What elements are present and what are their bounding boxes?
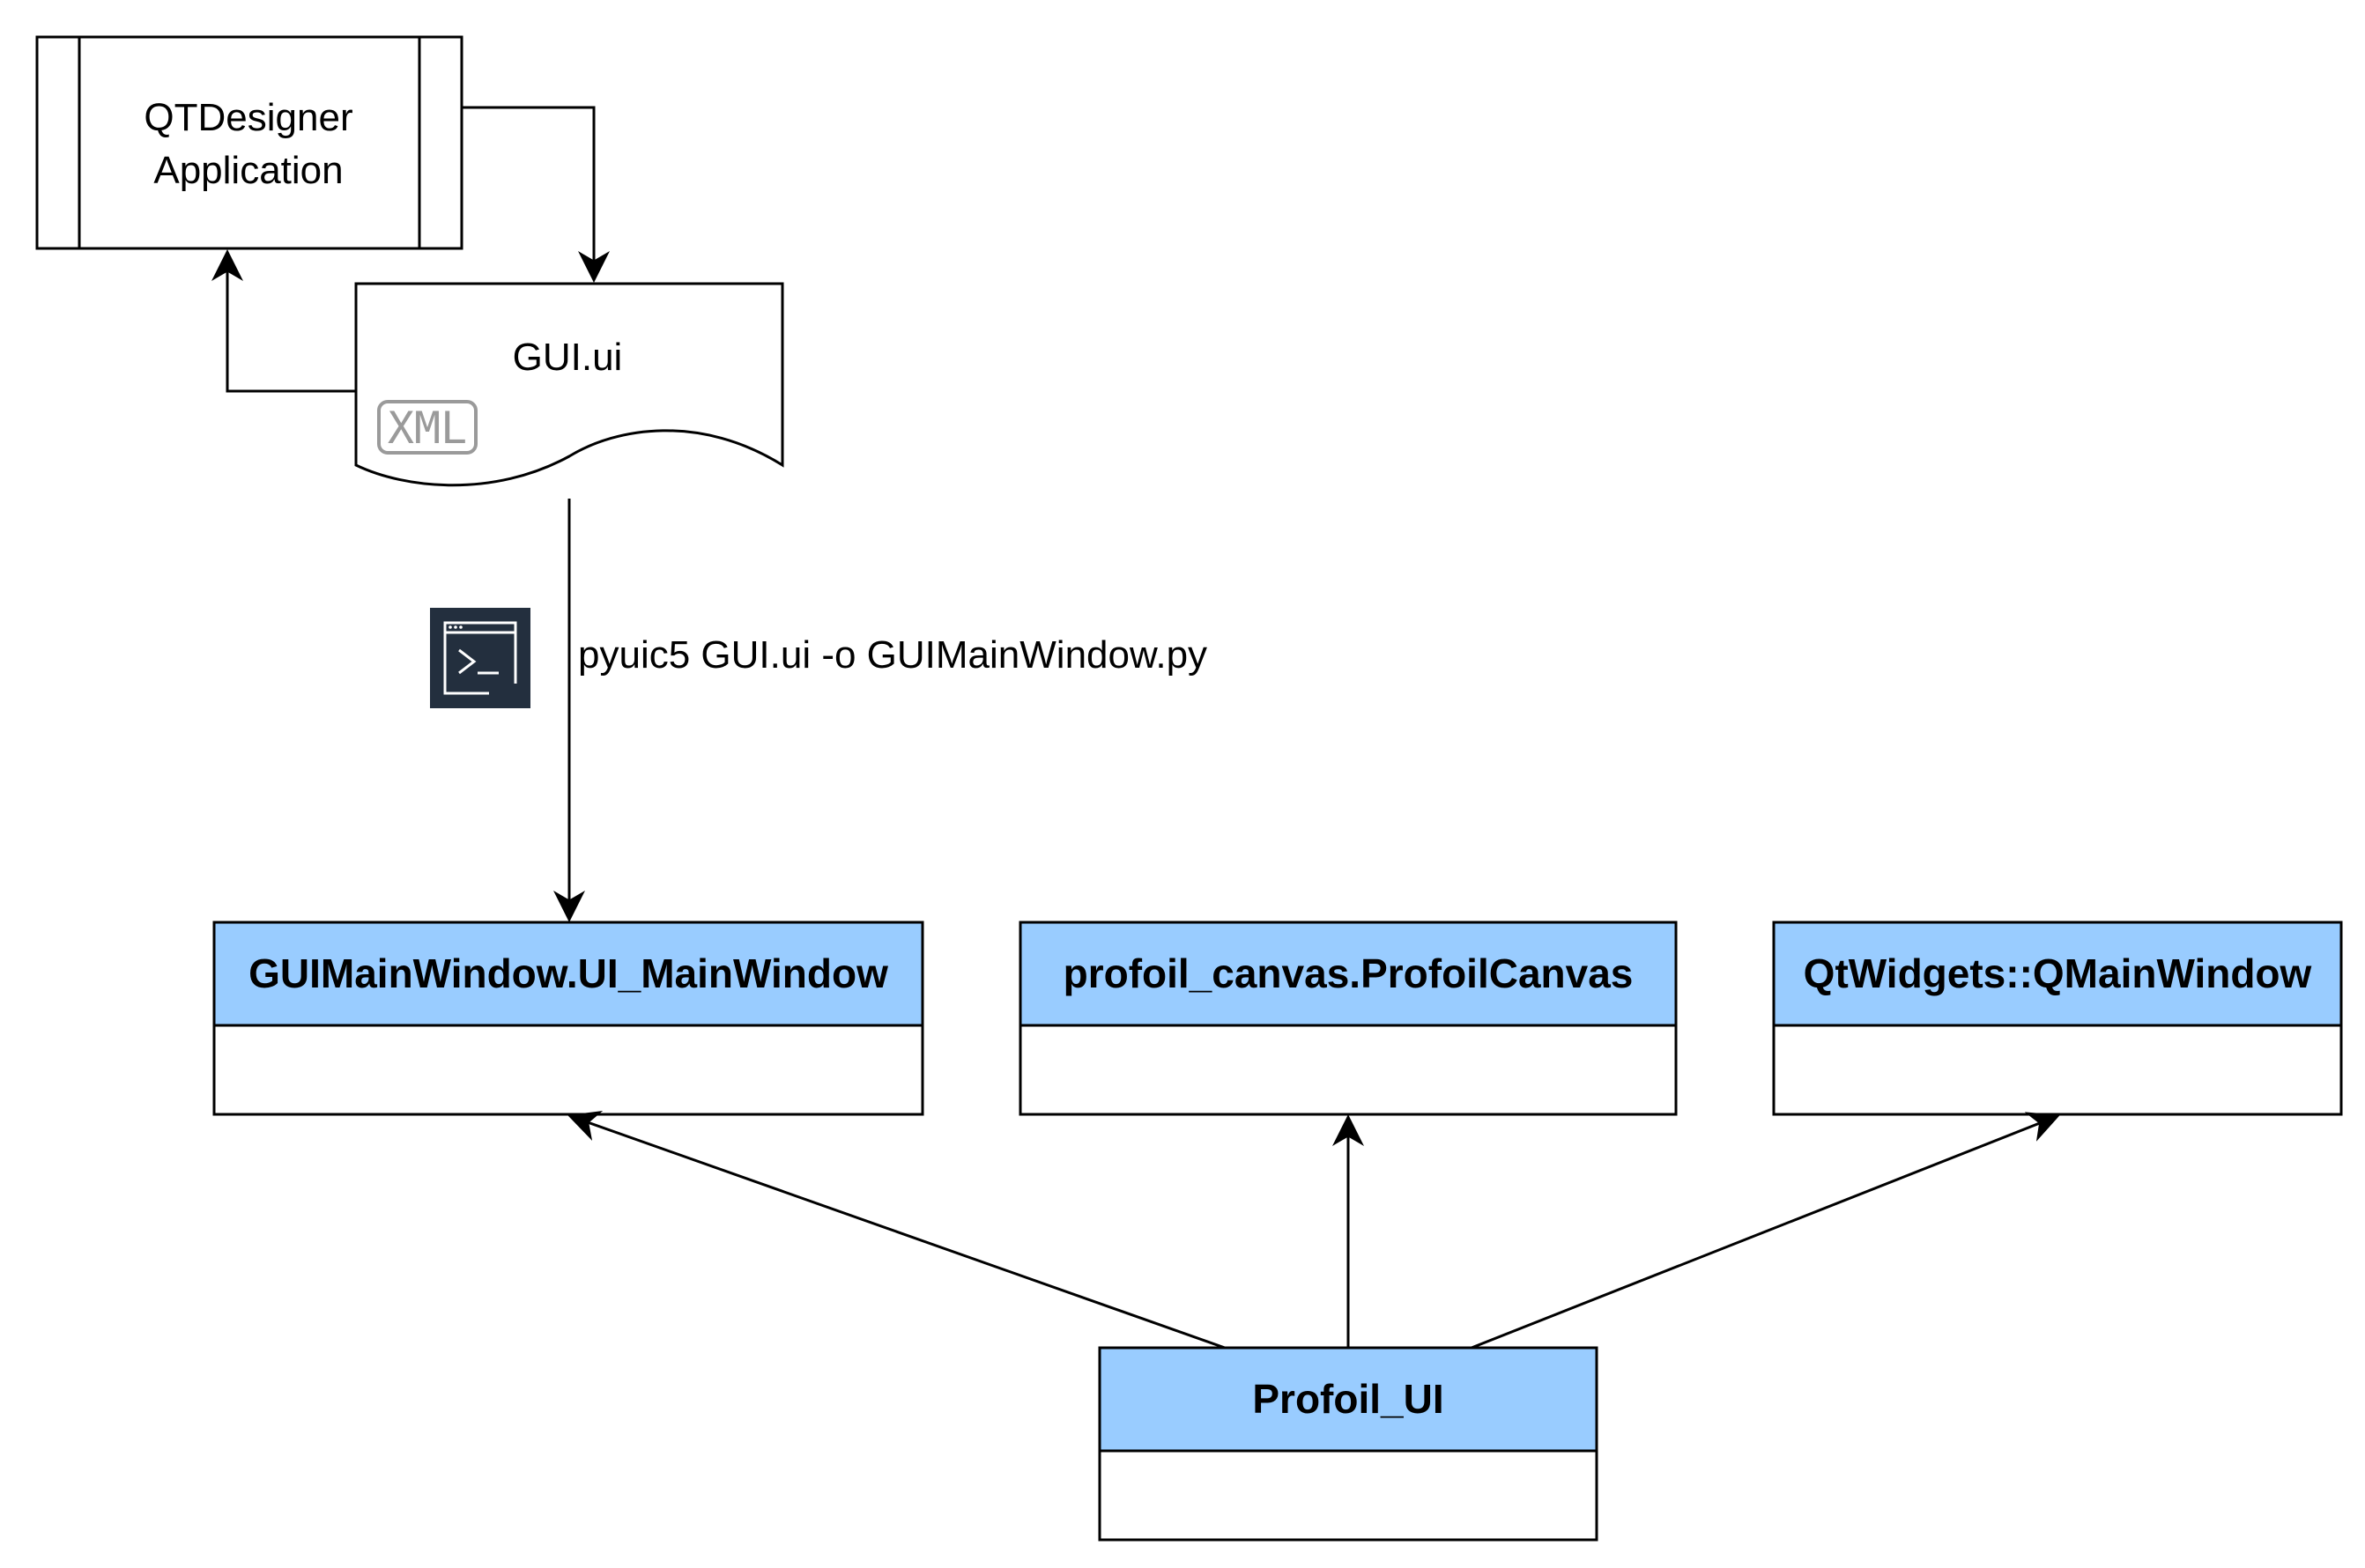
edge-qtdesigner-to-gui-ui — [462, 106, 610, 283]
qtdesigner-label-line2: Application — [153, 149, 343, 192]
gui-ui-label: GUI.ui — [513, 336, 623, 379]
class-qtwidgets-qmainwindow[interactable]: QtWidgets::QMainWindow — [1772, 921, 2343, 1116]
edge-profoil-ui-to-qmainwindow — [1471, 1112, 2060, 1350]
terminal-icon — [430, 608, 530, 708]
qtdesigner-label-line1: QTDesigner — [144, 96, 352, 139]
qtdesigner-application-node[interactable]: QTDesigner Application — [35, 35, 463, 250]
class-title: QtWidgets::QMainWindow — [1804, 950, 2312, 996]
class-gui-mainwindow-ui-mainwindow[interactable]: GUIMainWindow.UI_MainWindow — [212, 921, 924, 1116]
edge-profoil-ui-to-ui-mainwindow — [567, 1111, 1226, 1350]
xml-file-icon: XML — [377, 400, 478, 455]
pyuic5-command-label: pyuic5 GUI.ui -o GUIMainWindow.py — [578, 633, 1207, 677]
class-title: GUIMainWindow.UI_MainWindow — [248, 950, 888, 996]
gui-ui-document-node[interactable]: GUI.ui XML — [354, 282, 784, 487]
edge-gui-ui-to-qtdesigner — [211, 249, 356, 393]
class-profoil-canvas[interactable]: profoil_canvas.ProfoilCanvas — [1019, 921, 1678, 1116]
class-title: Profoil_UI — [1252, 1376, 1443, 1422]
class-profoil-ui[interactable]: Profoil_UI — [1098, 1346, 1598, 1542]
class-title: profoil_canvas.ProfoilCanvas — [1064, 950, 1634, 996]
xml-badge-label: XML — [388, 403, 467, 454]
